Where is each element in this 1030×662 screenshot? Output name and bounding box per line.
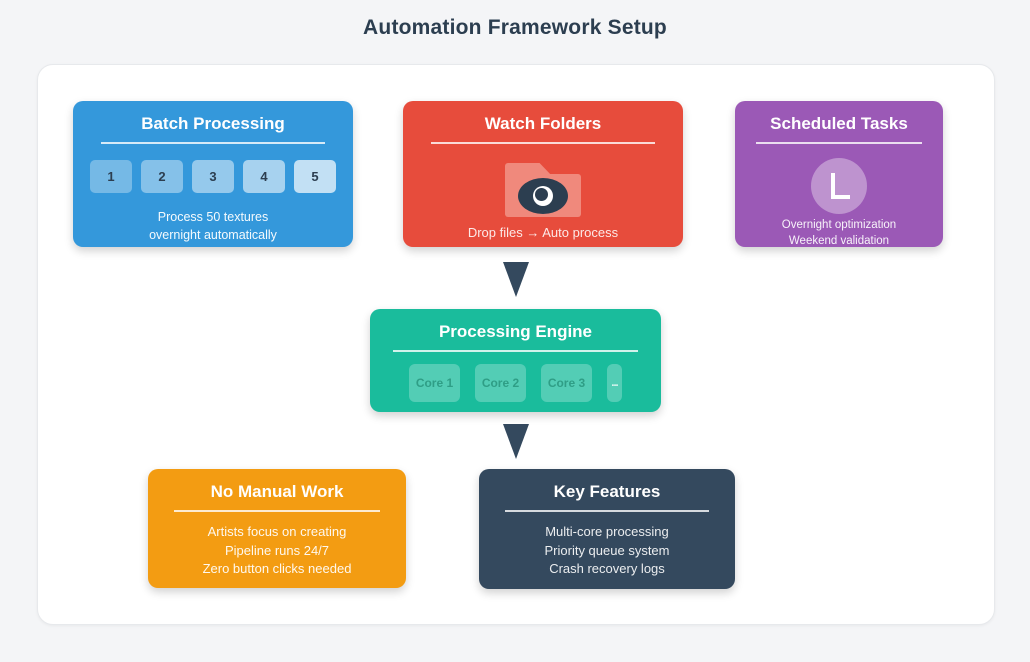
processing-engine-box: Processing Engine Core 1 Core 2 Core 3 .…	[370, 309, 661, 412]
caption-line: Artists focus on creating	[207, 524, 347, 539]
core-chip: Core 1	[409, 364, 460, 402]
title-underline	[755, 142, 923, 144]
down-arrow-icon	[503, 424, 529, 459]
caption-line: Crash recovery logs	[549, 561, 665, 576]
scheduled-tasks-box: Scheduled Tasks Overnight optimization W…	[735, 101, 943, 247]
batch-processing-caption: Process 50 textures overnight automatica…	[73, 208, 353, 244]
caption-line: Pipeline runs 24/7	[224, 542, 330, 558]
caption-line: Overnight optimization	[781, 219, 897, 231]
caption-line: Zero button clicks needed	[202, 561, 352, 576]
watch-folders-title: Watch Folders	[484, 114, 602, 133]
key-features-title: Key Features	[553, 482, 661, 501]
core-row: Core 1 Core 2 Core 3 ...	[370, 364, 661, 402]
more-cores-chip: ...	[607, 364, 622, 402]
caption-line: overnight automatically	[149, 228, 277, 242]
core-chip: Core 2	[475, 364, 526, 402]
texture-queue: 1 2 3 4 5	[73, 160, 353, 193]
core-chip: Core 3	[541, 364, 592, 402]
scheduled-tasks-caption: Overnight optimization Weekend validatio…	[735, 218, 943, 249]
key-features-caption: Multi-core processing Priority queue sys…	[479, 523, 735, 579]
caption-line: Priority queue system	[544, 542, 670, 558]
watch-folders-caption: Drop files → Auto process	[467, 225, 619, 240]
down-arrow-icon	[503, 262, 529, 297]
folder-body	[505, 174, 581, 217]
clock-icon	[811, 158, 867, 214]
page-title: Automation Framework Setup	[363, 16, 667, 39]
batch-processing-title: Batch Processing	[141, 114, 285, 133]
no-manual-work-title: No Manual Work	[210, 482, 344, 501]
scheduled-tasks-title: Scheduled Tasks	[770, 114, 908, 133]
title-underline	[173, 510, 381, 512]
no-manual-work-box: No Manual Work Artists focus on creating…	[148, 469, 406, 588]
title-underline	[393, 350, 638, 352]
watched-folder-icon	[505, 163, 581, 217]
eye-icon	[518, 177, 568, 214]
watch-folders-box: Watch Folders Drop files → Auto process	[403, 101, 683, 247]
title-underline	[101, 142, 325, 144]
eye-white	[533, 185, 553, 206]
caption-line: Process 50 textures	[157, 210, 269, 224]
title-underline	[431, 142, 655, 144]
queue-item: 1	[90, 160, 132, 193]
batch-processing-box: Batch Processing 1 2 3 4 5 Process 50 te…	[73, 101, 353, 247]
no-manual-work-caption: Artists focus on creating Pipeline runs …	[148, 523, 406, 579]
folder-tab	[505, 163, 553, 177]
key-features-box: Key Features Multi-core processing Prior…	[479, 469, 735, 589]
processing-engine-title: Processing Engine	[438, 322, 593, 341]
caption-line: Multi-core processing	[545, 524, 669, 539]
eye-pupil	[535, 187, 548, 201]
clock-hands	[831, 173, 850, 199]
queue-item: 4	[243, 160, 285, 193]
title-underline	[504, 510, 710, 512]
queue-item: 5	[294, 160, 336, 193]
queue-item: 2	[141, 160, 183, 193]
queue-item: 3	[192, 160, 234, 193]
caption-line: Weekend validation	[788, 234, 890, 247]
